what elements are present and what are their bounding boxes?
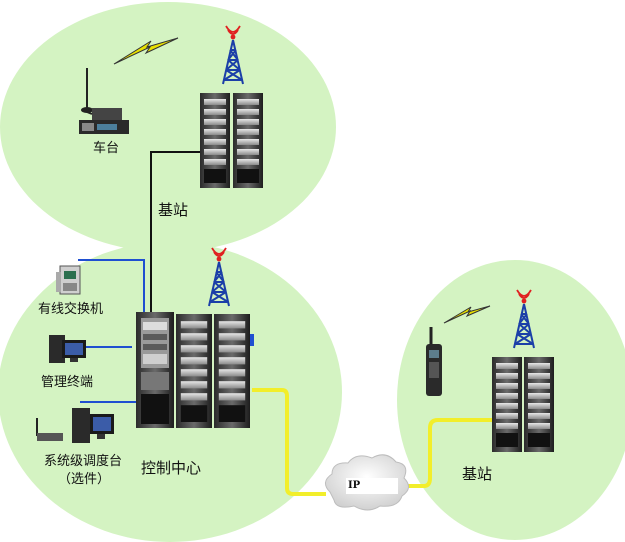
wired-switch-label: 有线交换机 bbox=[38, 302, 104, 317]
dispatch-console-label-line2: （选件） bbox=[58, 472, 111, 487]
wireless-signal-top bbox=[113, 37, 179, 65]
handheld-radio-icon bbox=[426, 327, 442, 396]
ip-link-left bbox=[252, 388, 326, 496]
car-radio-label: 车台 bbox=[93, 141, 120, 156]
mgmt-terminal-icon bbox=[49, 335, 86, 363]
backhaul-link-top bbox=[150, 151, 205, 312]
ethernet-link-dispatch bbox=[80, 401, 136, 403]
ip-cloud-label: IP bbox=[348, 480, 361, 491]
wired-switch-icon bbox=[56, 265, 81, 295]
control-center-label: 控制中心 bbox=[141, 459, 202, 477]
base-station-right-label: 基站 bbox=[462, 465, 493, 483]
wireless-signal-right bbox=[443, 305, 491, 324]
control-center-racks bbox=[136, 312, 254, 428]
dispatch-console-icon bbox=[36, 408, 114, 443]
coverage-cell-top bbox=[0, 2, 336, 252]
ethernet-link-switch bbox=[78, 259, 145, 312]
ip-link-right bbox=[400, 418, 492, 488]
car-radio-icon bbox=[79, 68, 129, 134]
base-station-top-label: 基站 bbox=[158, 201, 189, 219]
ip-cloud bbox=[325, 454, 409, 511]
dispatch-console-label-line1: 系统级调度台 bbox=[44, 454, 123, 469]
mgmt-terminal-label: 管理终端 bbox=[41, 375, 94, 390]
